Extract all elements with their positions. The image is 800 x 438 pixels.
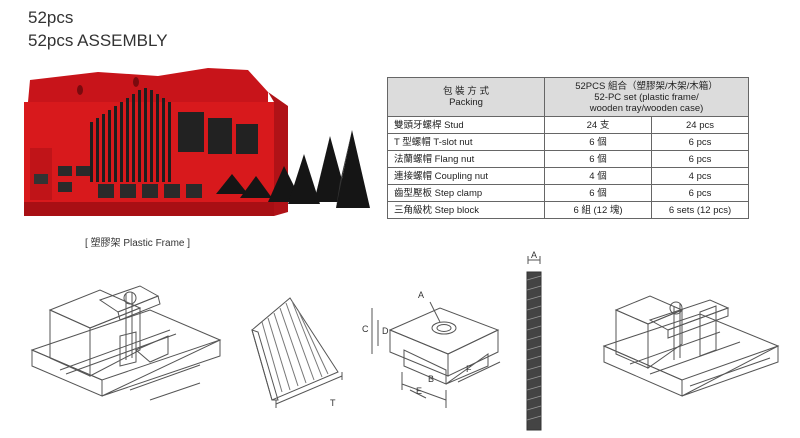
row-qty-en: 24 pcs	[651, 116, 749, 134]
title-assembly: 52pcs ASSEMBLY	[28, 31, 168, 50]
table-row: T 型螺帽 T-slot nut 6 個 6 pcs	[387, 133, 749, 151]
dim-label-f: F	[466, 364, 472, 374]
clamp-setup-drawing-2	[602, 295, 780, 397]
row-name: 連接螺帽 Coupling nut	[387, 167, 545, 185]
technical-drawings: T A C D E B F A	[30, 250, 780, 431]
clamp-setup-drawing	[30, 285, 222, 401]
step-block-drawing	[251, 297, 343, 408]
dim-label-t: T	[330, 398, 336, 408]
photo-caption: [ 塑膠架 Plastic Frame ]	[85, 238, 191, 249]
dim-label-a: A	[418, 290, 424, 300]
row-qty-en: 4 pcs	[651, 167, 749, 185]
row-qty-cn: 6 個	[544, 133, 652, 151]
row-qty-cn: 24 支	[544, 116, 652, 134]
header-set: 52PCS 組合（塑膠架/木架/木箱） 52-PC set (plastic f…	[544, 77, 749, 117]
row-qty-en: 6 pcs	[651, 150, 749, 168]
table-row: 三角級枕 Step block 6 組 (12 塊) 6 sets (12 pc…	[387, 201, 749, 219]
row-name: 齒型壓板 Step clamp	[387, 184, 545, 202]
header-packing-cn: 包 裝 方 式	[443, 86, 489, 97]
header-set-line2: 52-PC set (plastic frame/	[594, 91, 699, 103]
row-qty-en: 6 sets (12 pcs)	[651, 201, 749, 219]
table-row: 雙頭牙螺桿 Stud 24 支 24 pcs	[387, 116, 749, 134]
dim-label-stud-a: A	[531, 250, 537, 260]
dim-label-d: D	[382, 326, 389, 336]
table-row: 法蘭螺帽 Flang nut 6 個 6 pcs	[387, 150, 749, 168]
row-qty-cn: 6 個	[544, 184, 652, 202]
packing-table: 包 裝 方 式 Packing 52PCS 組合（塑膠架/木架/木箱） 52-P…	[387, 77, 749, 219]
row-name: T 型螺帽 T-slot nut	[387, 133, 545, 151]
title-count: 52pcs	[28, 8, 74, 27]
header-packing: 包 裝 方 式 Packing	[387, 77, 545, 117]
row-qty-cn: 6 組 (12 塊)	[544, 201, 652, 219]
row-name: 法蘭螺帽 Flang nut	[387, 150, 545, 168]
t-slot-nut-drawing	[371, 301, 501, 408]
table-header: 包 裝 方 式 Packing 52PCS 組合（塑膠架/木架/木箱） 52-P…	[387, 77, 749, 117]
dim-label-c: C	[362, 324, 369, 334]
dim-label-b: B	[428, 374, 434, 384]
row-qty-en: 6 pcs	[651, 184, 749, 202]
dim-label-e: E	[416, 386, 422, 396]
row-qty-cn: 6 個	[544, 150, 652, 168]
table-row: 齒型壓板 Step clamp 6 個 6 pcs	[387, 184, 749, 202]
row-name: 三角級枕 Step block	[387, 201, 545, 219]
header-packing-en: Packing	[449, 97, 483, 108]
plastic-frame-photo	[24, 68, 370, 216]
row-qty-cn: 4 個	[544, 167, 652, 185]
row-name: 雙頭牙螺桿 Stud	[387, 116, 545, 134]
header-set-line3: wooden tray/wooden case)	[589, 102, 704, 114]
table-row: 連接螺帽 Coupling nut 4 個 4 pcs	[387, 167, 749, 185]
stud-drawing	[526, 256, 542, 431]
header-set-line1: 52PCS 組合（塑膠架/木架/木箱）	[575, 80, 718, 92]
row-qty-en: 6 pcs	[651, 133, 749, 151]
